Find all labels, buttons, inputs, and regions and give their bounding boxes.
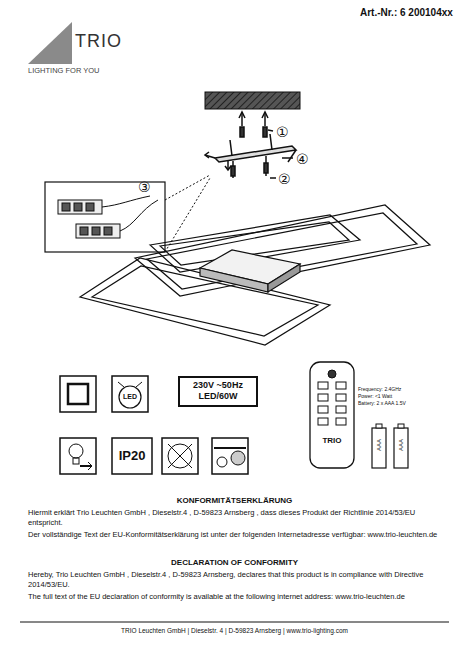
remote-spec: Frequency: 2.4GHz (358, 386, 401, 393)
spec-text: LED/60W (184, 391, 252, 402)
lamp-symbol (60, 376, 96, 412)
ip-symbol (112, 438, 152, 474)
logo-text: TRIO (75, 30, 122, 53)
ceiling (205, 92, 300, 109)
footer-rule (20, 622, 449, 623)
logo-triangle (28, 22, 72, 64)
paragraph: Der vollständige Text der EU-Konformität… (28, 530, 438, 540)
callout-number: ③ (138, 178, 151, 196)
led-label: LED (123, 392, 137, 401)
callout-number: ① (276, 123, 289, 141)
no-waste-symbol (162, 438, 198, 474)
logo-tagline: LIGHTING FOR YOU (28, 66, 100, 76)
paragraph: Hiermit erklärt Trio Leuchten GmbH , Die… (28, 508, 438, 528)
spec-box: 230V ~50HzLED/60W (178, 376, 258, 407)
callout-number: ④ (296, 150, 309, 168)
remote-spec: Power: <1 Watt (358, 393, 392, 400)
led-symbol (112, 376, 148, 412)
battery (372, 424, 408, 468)
remote-logo: TRIO (320, 436, 344, 446)
spec-text: 230V ~50Hz (184, 380, 252, 391)
bulb-symbol (60, 438, 96, 474)
article-number: Art.-Nr.: 6 200104xx (360, 6, 453, 19)
callout-number: ② (278, 170, 291, 188)
pendant-symbol (212, 438, 248, 474)
heading: KONFORMITÄTSERKLÄRUNG (20, 496, 449, 506)
battery-label: AAA (376, 437, 382, 453)
connector-inset (45, 175, 210, 252)
footer: TRIO Leuchten GmbH | Dieselstr. 4 | D-59… (20, 627, 449, 635)
battery-label: AAA (398, 437, 404, 453)
paragraph: Hereby, Trio Leuchten GmbH , Dieselstr.4… (28, 570, 438, 590)
remote-spec: Battery: 2 x AAA 1.5V (358, 400, 406, 407)
ip-rating: IP20 (116, 448, 148, 465)
mounting-parts (205, 112, 296, 178)
remote-control (310, 362, 354, 468)
paragraph: The full text of the EU declaration of c… (28, 592, 438, 602)
heading: DECLARATION OF CONFORMITY (20, 558, 449, 568)
luminaire (80, 205, 430, 345)
